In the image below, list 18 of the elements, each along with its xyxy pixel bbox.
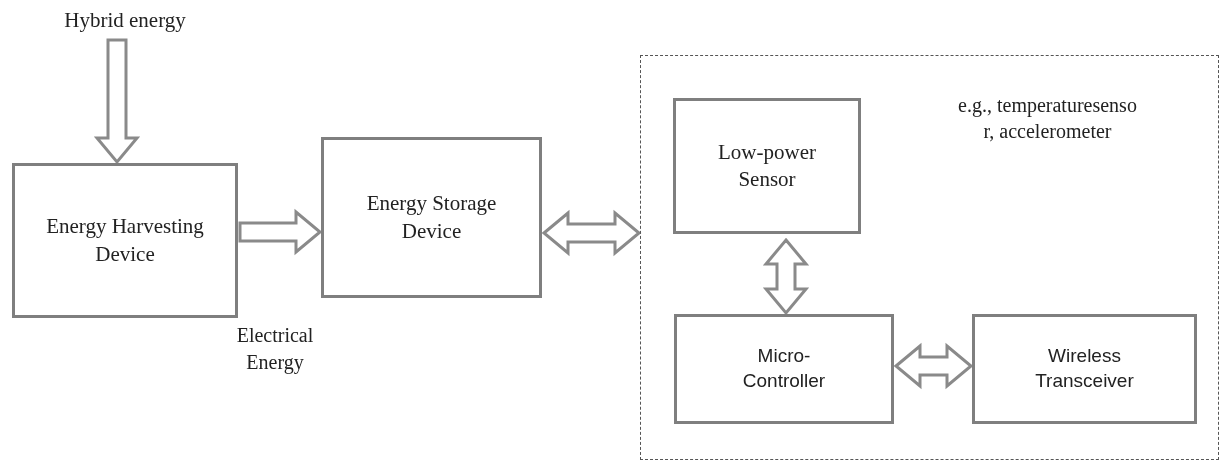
process-box: [12, 163, 238, 318]
double-block-arrow: [762, 237, 810, 316]
process-box: [673, 98, 861, 234]
process-box: [972, 314, 1197, 424]
box-label: Micro-Controller: [741, 344, 827, 393]
box-label: Wireless Transceiver: [1034, 344, 1135, 393]
box-label: Low-power Sensor: [717, 138, 817, 193]
process-box: [674, 314, 894, 424]
box-label: Hybrid energy: [64, 7, 186, 35]
double-block-arrow: [541, 209, 642, 257]
note-text: e.g., temperaturesenso r, accelerometer: [957, 93, 1138, 144]
dashed-group-box: [640, 55, 1219, 460]
process-box: [321, 137, 542, 298]
block-arrow: [238, 208, 323, 256]
box-label: Energy Storage Device: [365, 190, 498, 245]
box-label: Energy Harvesting Device: [45, 213, 205, 268]
block-arrow: [93, 38, 141, 165]
double-block-arrow: [893, 342, 974, 390]
